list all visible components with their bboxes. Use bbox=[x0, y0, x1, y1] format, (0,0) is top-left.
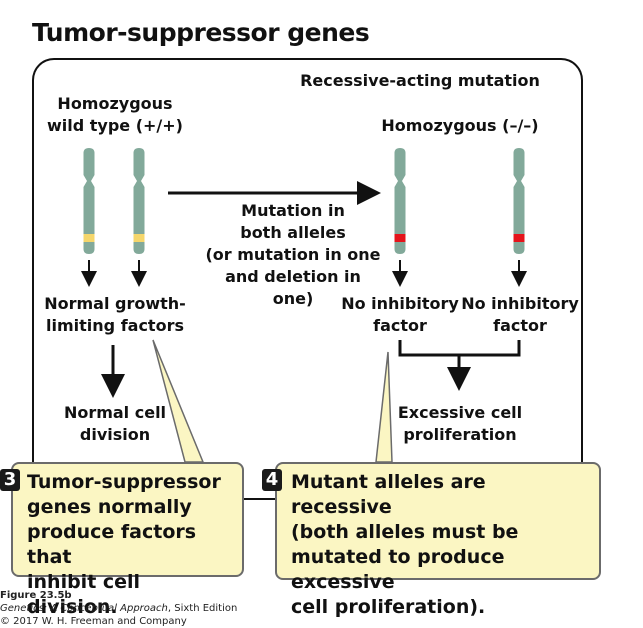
bracket-join bbox=[398, 340, 521, 385]
chromosome-body bbox=[513, 148, 525, 254]
chromosome-mut-1 bbox=[394, 148, 406, 254]
no-factor-left: No inhibitory factor bbox=[341, 294, 459, 335]
allele-band bbox=[83, 234, 95, 242]
mutant-label: Homozygous (–/–) bbox=[381, 116, 539, 135]
diagram-frame bbox=[32, 58, 583, 518]
chromosome-wt-1 bbox=[83, 148, 95, 254]
chromosome-mut-2 bbox=[513, 148, 525, 254]
allele-band bbox=[394, 234, 406, 242]
allele-band bbox=[513, 234, 525, 242]
section-heading: Recessive-acting mutation bbox=[300, 71, 540, 90]
diagram-title: Tumor-suppressor genes bbox=[32, 18, 370, 47]
callout-3: Tumor-suppressor genes normally produce … bbox=[11, 462, 244, 618]
callout-4-badge: 4 bbox=[262, 469, 282, 491]
callout-3-badge: 3 bbox=[0, 469, 20, 491]
mutation-description: Mutation in both alleles (or mutation in… bbox=[205, 201, 381, 308]
callout-4: Mutant alleles are recessive (both allel… bbox=[275, 462, 601, 618]
normal-factors-label: Normal growth- limiting factors bbox=[44, 294, 186, 335]
normal-division-label: Normal cell division bbox=[63, 403, 167, 444]
chromosome-body bbox=[83, 148, 95, 254]
allele-band bbox=[133, 234, 145, 242]
figure-caption: Figure 23.5b Genetics: A Conceptual Appr… bbox=[0, 590, 238, 627]
excessive-proliferation-label: Excessive cell proliferation bbox=[397, 403, 523, 444]
chromosome-body bbox=[133, 148, 145, 254]
no-factor-right: No inhibitory factor bbox=[461, 294, 579, 335]
chromosome-body bbox=[394, 148, 406, 254]
chromosome-wt-2 bbox=[133, 148, 145, 254]
wild-type-label: Homozygous wild type (+/+) bbox=[46, 94, 183, 135]
